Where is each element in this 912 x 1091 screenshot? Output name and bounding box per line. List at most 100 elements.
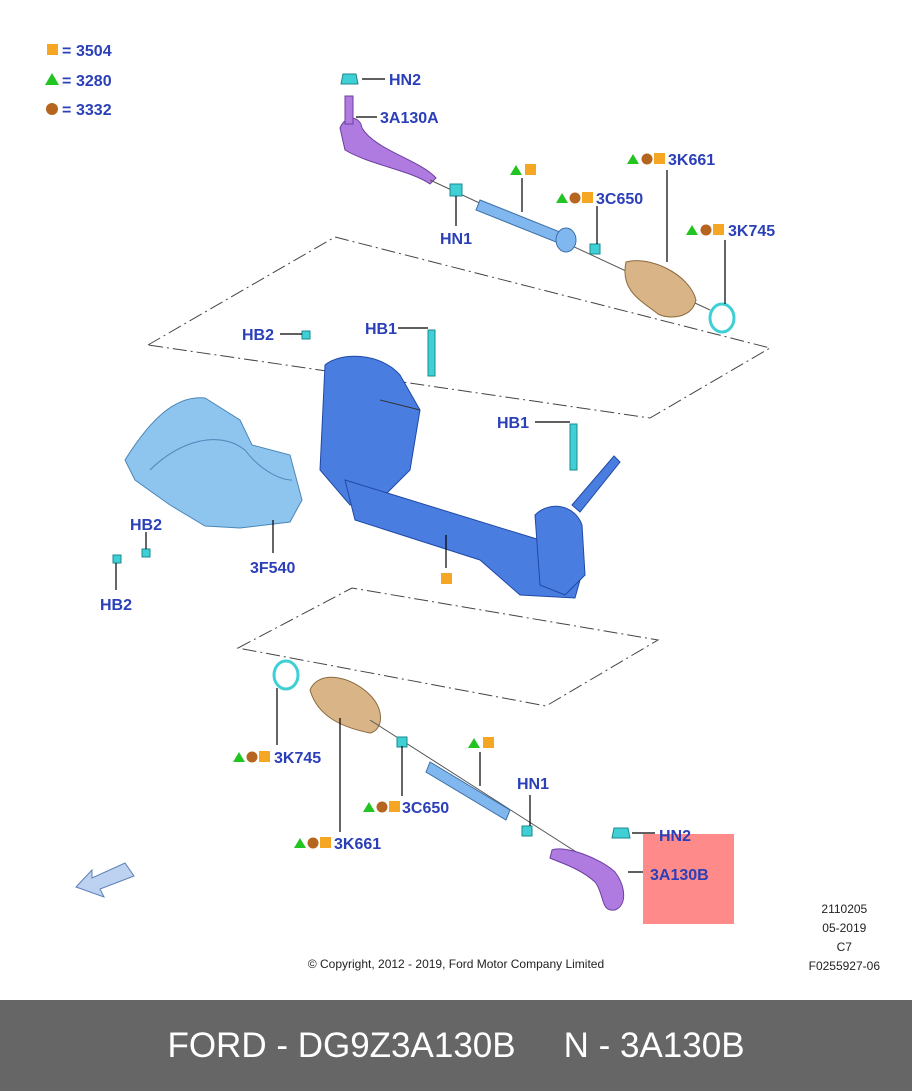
assembly-planes	[146, 236, 772, 707]
material-symbols	[233, 153, 724, 849]
square-icon	[259, 751, 270, 762]
callout-hn1-top: HN1	[440, 231, 472, 248]
hb1-bolt-left	[427, 329, 436, 377]
hn2-nut-lower	[611, 827, 631, 839]
hb2-bolt-a	[301, 330, 311, 340]
triangle-icon	[556, 193, 568, 203]
callout-hn2-top: HN2	[389, 72, 421, 89]
pinion-housing	[534, 505, 586, 596]
lower-plane	[236, 587, 660, 707]
callout-hb1-b: HB1	[497, 415, 529, 432]
square-icon	[654, 153, 665, 164]
doc-info-line-3: C7	[836, 940, 852, 954]
tie-rod-end-upper	[339, 117, 437, 185]
triangle-icon	[233, 752, 245, 762]
clamp-3c650-lower	[396, 736, 408, 748]
bolts	[112, 329, 578, 564]
legend-square-symbol	[47, 44, 58, 55]
pinion-shaft	[571, 455, 621, 513]
steering-gear	[319, 355, 621, 599]
triangle-icon	[627, 154, 639, 164]
triangle-icon	[468, 738, 480, 748]
document-info: 2110205 05-2019 C7 F0255927-06	[809, 900, 880, 976]
part-number-footer: FORD - DG9Z3A130B N - 3A130B	[0, 1000, 912, 1091]
hn2-nut-upper	[340, 73, 359, 85]
hb1-bolt-right	[569, 423, 578, 471]
triangle-icon	[686, 225, 698, 235]
callout-3a130a: 3A130A	[380, 110, 439, 127]
callout-3f540: 3F540	[250, 560, 295, 577]
heat-shield	[124, 397, 303, 529]
lower-tie-rod-assembly	[272, 659, 631, 911]
legend-sep-3: =	[62, 102, 71, 119]
inner-tie-rod-lower	[425, 761, 511, 821]
circle-icon	[376, 801, 388, 813]
legend: = 3504 = 3280 = 3332	[45, 43, 112, 119]
copyright-notice: © Copyright, 2012 - 2019, Ford Motor Com…	[307, 957, 605, 971]
square-icon	[441, 573, 452, 584]
boot-3k661-lower	[309, 676, 381, 734]
doc-info-line-2: 05-2019	[822, 921, 867, 935]
circle-icon	[641, 153, 653, 165]
legend-sep-1: =	[62, 43, 71, 60]
doc-info-line-4: F0255927-06	[808, 959, 880, 973]
upper-tie-rod-assembly	[339, 73, 736, 334]
callout-hn1-bot: HN1	[517, 776, 549, 793]
callout-hb2-a: HB2	[242, 327, 274, 344]
hb2-bolt-c	[112, 554, 122, 564]
doc-info-line-1: 2110205	[821, 902, 868, 916]
triangle-icon	[363, 802, 375, 812]
callout-3k661-top: 3K661	[668, 152, 715, 169]
clamp-3k745-lower	[272, 659, 300, 691]
callout-hb2-b: HB2	[130, 517, 162, 534]
footer-base-number: N - 3A130B	[563, 1025, 745, 1065]
callout-hb1-a: HB1	[365, 321, 397, 338]
square-icon	[713, 224, 724, 235]
legend-code-3504: 3504	[76, 43, 112, 60]
callout-3c650-top: 3C650	[596, 191, 643, 208]
inner-tie-rod-upper	[475, 199, 561, 243]
hn1-nut-upper	[449, 183, 463, 197]
hn1-nut-lower	[521, 825, 533, 837]
callout-3k745-bot: 3K745	[274, 750, 321, 767]
square-icon	[525, 164, 536, 175]
square-icon	[582, 192, 593, 203]
legend-code-3280: 3280	[76, 73, 112, 90]
tie-rod-end-lower	[549, 848, 625, 911]
inner-tie-rod-joint-upper	[555, 227, 577, 253]
gear-axis-line	[379, 399, 421, 411]
footer-part-number: FORD - DG9Z3A130B	[167, 1025, 516, 1065]
callout-hn2-bot: HN2	[659, 828, 691, 845]
square-icon	[320, 837, 331, 848]
circle-icon	[700, 224, 712, 236]
vehicle-front-arrow-icon	[75, 862, 135, 898]
tie-rod-end-stud-upper	[344, 95, 354, 125]
callout-3k745-top: 3K745	[728, 223, 775, 240]
callout-hb2-c: HB2	[100, 597, 132, 614]
legend-triangle-symbol	[45, 73, 59, 85]
highlight-target-part	[643, 834, 734, 924]
circle-icon	[569, 192, 581, 204]
callout-3a130b: 3A130B	[650, 867, 709, 884]
triangle-icon	[294, 838, 306, 848]
legend-sep-2: =	[62, 73, 71, 90]
circle-icon	[246, 751, 258, 763]
upper-plane	[146, 236, 772, 419]
boot-3k661-upper	[624, 260, 697, 318]
triangle-icon	[510, 165, 522, 175]
circle-icon	[307, 837, 319, 849]
hb2-bolt-b	[141, 548, 151, 558]
legend-circle-symbol	[46, 103, 58, 115]
clamp-3c650-upper	[589, 243, 601, 255]
clamp-3k745-upper	[708, 302, 736, 334]
callout-3k661-bot: 3K661	[334, 836, 381, 853]
leader-lines	[115, 78, 726, 873]
heat-shield-3f540	[124, 397, 303, 529]
steering-gear-exploded-diagram: = 3504 = 3280 = 3332	[45, 43, 775, 924]
square-icon	[389, 801, 400, 812]
square-icon	[483, 737, 494, 748]
heat-shield-rib	[149, 439, 293, 481]
callout-3c650-bot: 3C650	[402, 800, 449, 817]
steering-motor-housing	[319, 355, 421, 506]
legend-code-3332: 3332	[76, 102, 112, 119]
